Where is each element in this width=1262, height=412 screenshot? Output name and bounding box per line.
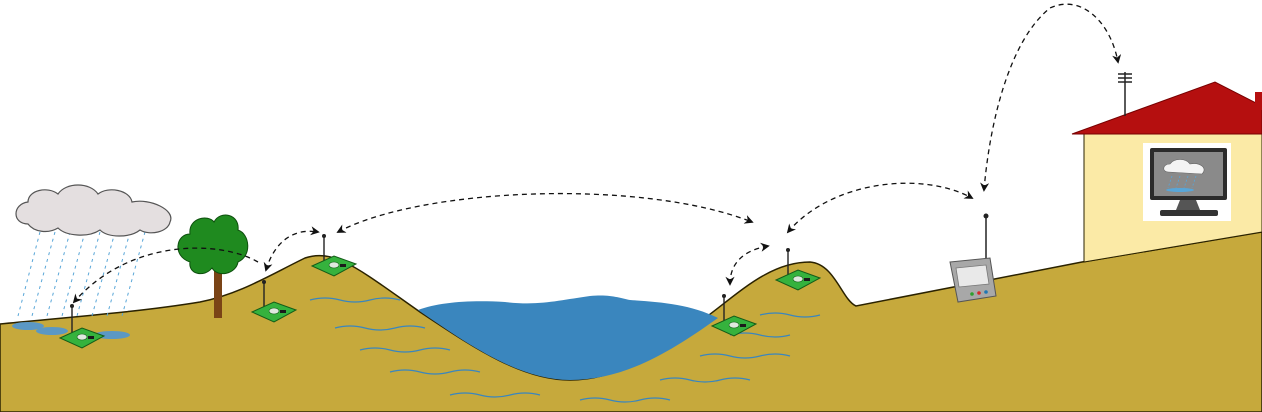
link-node-2-to-node-3 [263,226,320,272]
link-node-3-to-node-5 [336,192,754,233]
monitor-icon [1143,143,1231,221]
sensor-node-3-icon [310,234,358,277]
link-gateway-to-house [980,3,1122,192]
link-node-2-to-node-1 [72,247,259,304]
rain-cloud-icon [15,184,172,237]
sensor-node-1-icon [58,304,106,349]
communication-links [72,3,1122,304]
sensor-node-5-icon [774,248,822,291]
gateway-icon [949,213,997,303]
sensor-nodes [58,234,822,349]
sensor-node-4-icon [710,294,758,337]
puddles [12,322,130,339]
roof-antenna-icon [1118,72,1132,116]
sensor-node-2-icon [250,280,298,323]
lake [418,295,718,380]
groundwater-lines [309,297,821,403]
link-node-5-to-gateway [786,182,974,234]
link-node-4-to-node-5 [725,242,770,286]
tree-icon [177,214,249,318]
rain [17,231,146,317]
